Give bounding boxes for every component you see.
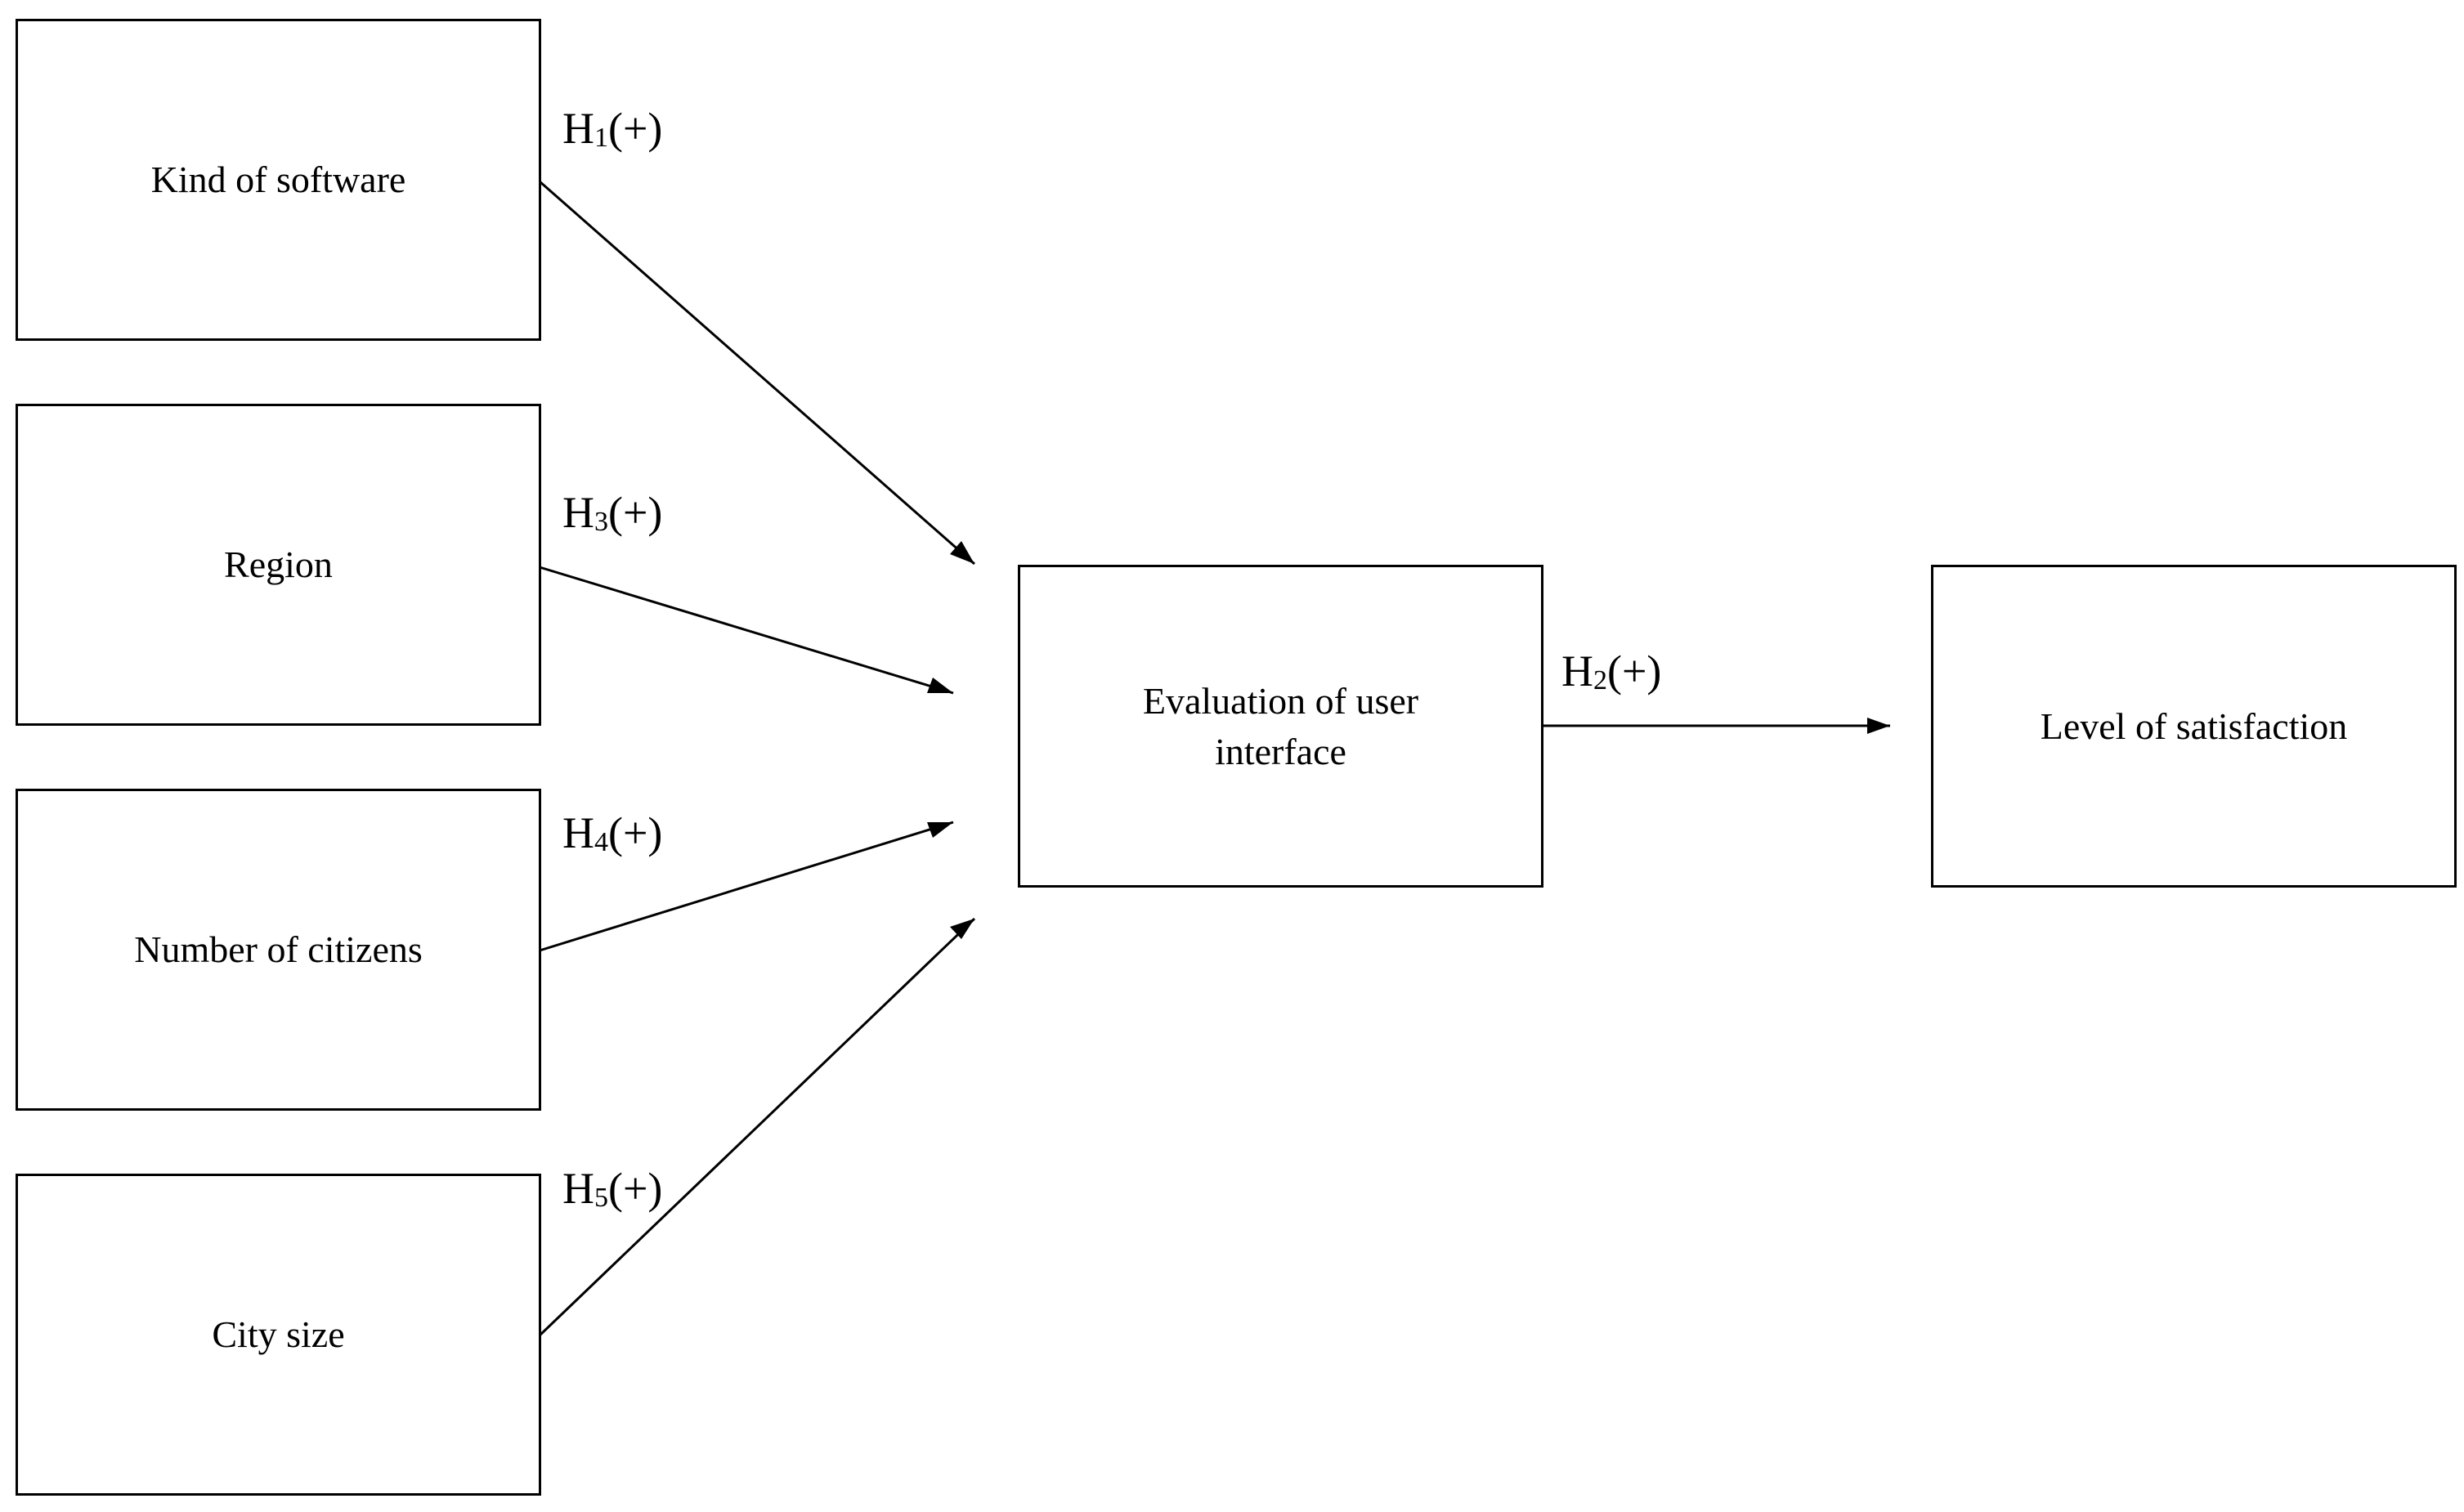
arrowhead-region	[927, 678, 953, 693]
label-kind-of-software: Kind of software	[150, 159, 406, 200]
arrowhead-software	[950, 541, 974, 564]
box-city-size: City size	[16, 1174, 541, 1496]
h2-letter: H	[1561, 646, 1593, 696]
h1-sign: (+)	[608, 104, 663, 153]
hypothesis-h1-label: H1(+)	[562, 106, 662, 152]
arrowhead-citizens	[927, 822, 953, 838]
label-number-of-citizens: Number of citizens	[134, 928, 423, 970]
hypothesis-h3-label: H3(+)	[562, 490, 662, 536]
label-level-of-satisfaction: Level of satisfaction	[2040, 705, 2348, 747]
h3-index: 3	[594, 507, 608, 537]
h4-index: 4	[594, 827, 608, 857]
hypothesis-h4-label: H4(+)	[562, 811, 662, 857]
label-city-size: City size	[212, 1313, 345, 1355]
arrowhead-satisfaction	[1867, 718, 1890, 734]
box-number-of-citizens: Number of citizens	[16, 789, 541, 1111]
h1-letter: H	[562, 104, 594, 153]
h4-letter: H	[562, 808, 594, 857]
h4-sign: (+)	[608, 808, 663, 857]
hypothesis-h5-label: H5(+)	[562, 1166, 662, 1212]
box-evaluation-of-user-interface: Evaluation of user interface	[1018, 565, 1543, 888]
h2-sign: (+)	[1607, 646, 1662, 696]
hypothesis-h2-label: H2(+)	[1561, 649, 1661, 695]
box-kind-of-software: Kind of software	[16, 19, 541, 341]
h5-sign: (+)	[608, 1164, 663, 1213]
h5-index: 5	[594, 1183, 608, 1213]
arrow-citizens-to-evaluation	[539, 821, 954, 952]
box-level-of-satisfaction: Level of satisfaction	[1931, 565, 2457, 888]
arrow-region-to-evaluation	[539, 566, 954, 695]
label-region: Region	[224, 544, 333, 585]
arrow-citysize-to-evaluation	[538, 917, 976, 1337]
arrowhead-citysize	[950, 919, 974, 939]
h5-letter: H	[562, 1164, 594, 1213]
label-evaluation-of-user-interface: Evaluation of user interface	[1142, 679, 1419, 772]
arrow-software-to-evaluation	[539, 180, 975, 566]
h3-sign: (+)	[608, 488, 663, 537]
h2-index: 2	[1593, 665, 1607, 696]
box-region: Region	[16, 404, 541, 726]
h3-letter: H	[562, 488, 594, 537]
h1-index: 1	[594, 123, 608, 153]
